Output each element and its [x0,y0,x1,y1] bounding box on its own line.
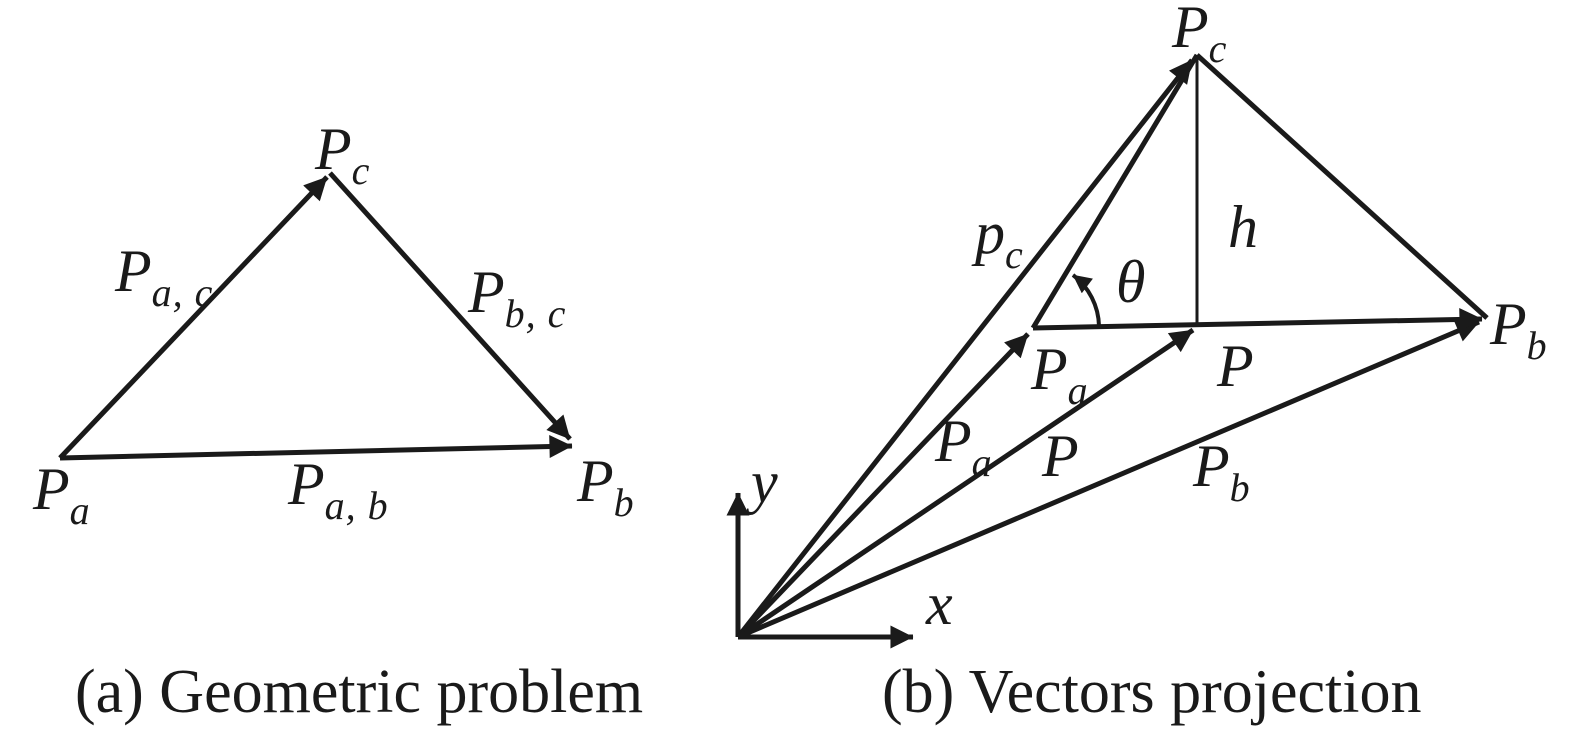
label-main: P [33,456,70,522]
label-theta-angle: θ [1116,252,1145,312]
label-main: P [1193,433,1230,499]
label-main: y [751,449,778,515]
panel-b-caption: (b) Vectors projection [882,658,1422,726]
label-main: θ [1116,249,1146,315]
label-x-axis: x [926,574,953,634]
label-height-h: h [1228,197,1258,257]
label-edge-pbc: Pb, c [468,262,566,334]
label-main: x [926,571,953,637]
label-point-pc-b: Pc [1172,0,1227,69]
label-main: h [1228,194,1258,260]
label-vector-pb: Pb [1193,436,1251,508]
label-main: P [1217,333,1254,399]
label-sub: a [69,488,91,533]
label-sub: c [1208,26,1228,71]
arrow-pa-to-pb [59,435,573,461]
label-sub: b [1229,465,1251,510]
label-main: P [115,238,152,304]
label-point-pc-a: Pc [315,119,370,191]
label-sub: c [1005,232,1024,277]
label-point-pa-b: Pa [1031,339,1089,411]
arrow-pc-to-pb [328,171,572,441]
theta-angle-arc-arrow [1071,273,1101,327]
panel-b-construction [1030,53,1489,331]
label-sub: a [971,440,993,485]
label-point-pa-a: Pa [33,459,91,531]
label-sub: a [1067,368,1089,413]
label-main: P [935,408,972,474]
label-sub: a, b [324,483,389,528]
edge-pc-to-pb [1195,53,1489,320]
panel-b-axes [726,492,914,649]
vector-p-arrow [736,327,1195,640]
arrow-pa-to-pc [58,175,329,460]
panel-a-geometry [58,171,573,461]
panel-b-vectors [736,58,1480,640]
label-main: P [315,116,352,182]
label-main: P [1042,423,1079,489]
label-edge-pab: Pa, b [288,454,389,526]
label-main: P [1490,291,1527,357]
label-main: P [288,451,325,517]
label-main: P [468,259,505,325]
label-main: P [1172,0,1209,60]
vector-pb-arrow [737,319,1480,640]
vector-pc-arrow [736,58,1194,639]
label-sub: a, c [151,270,214,315]
baseline-pa-to-pb-arrow [1032,307,1483,331]
label-edge-pac: Pa, c [115,241,213,313]
panel-a-caption: (a) Geometric problem [75,658,644,726]
label-sub: c [351,148,371,193]
label-point-pb-b: Pb [1490,294,1548,366]
label-sub: b [613,480,635,525]
label-point-pb-a: Pb [577,451,635,523]
edge-pa-to-pc [1030,53,1200,330]
label-main: p [975,200,1005,266]
label-sub: b, c [504,291,567,336]
label-y-axis: y [751,452,778,512]
label-main: P [1031,336,1068,402]
label-point-p-b: P [1217,336,1254,408]
vector-pa-arrow [736,332,1030,639]
label-vector-p: P [1042,426,1079,498]
label-vector-pc: pc [975,203,1024,275]
label-main: P [577,448,614,514]
label-vector-pa: Pa [935,411,993,483]
label-sub: b [1526,323,1548,368]
